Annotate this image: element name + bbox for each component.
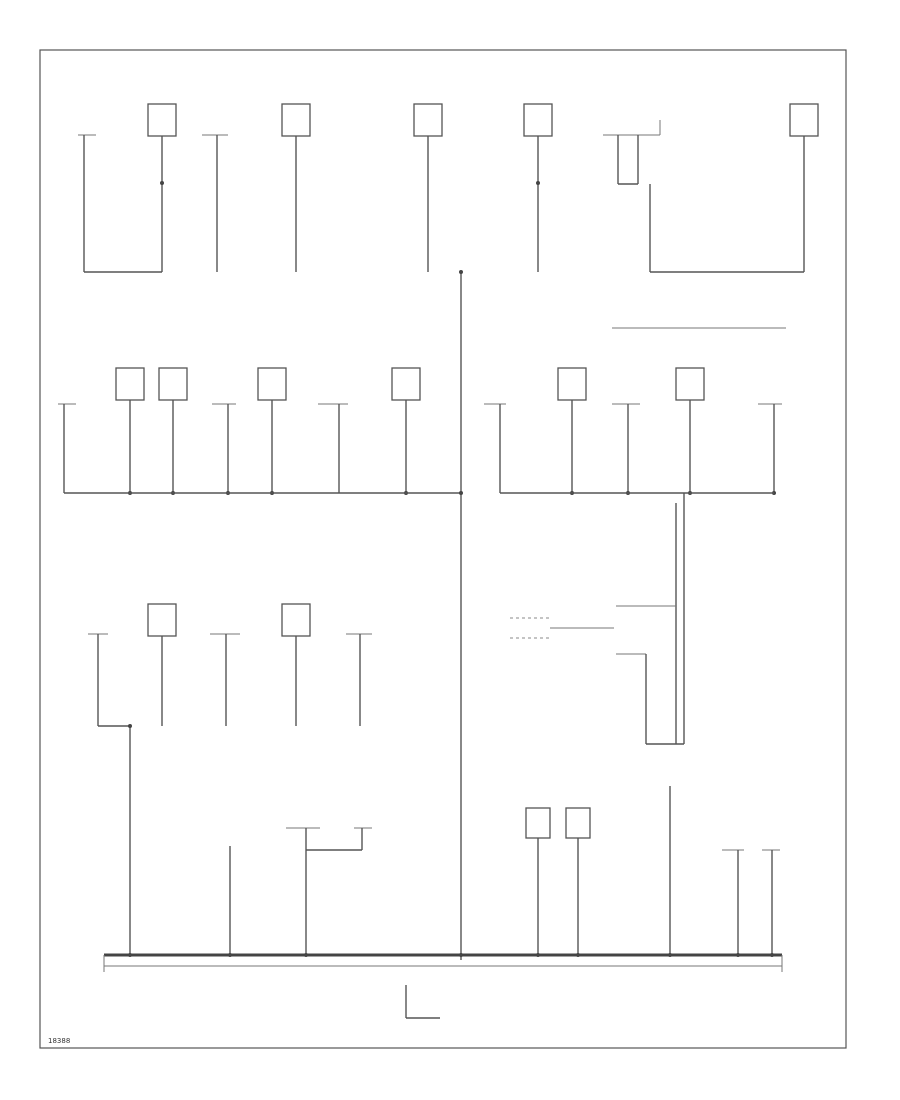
ground-bus [103, 953, 783, 1019]
row-1-components [78, 103, 819, 960]
diagram-frame [39, 49, 847, 1049]
row-2-left-components [58, 367, 463, 495]
component-box [789, 103, 819, 137]
component-box [281, 103, 311, 137]
row-4-components [229, 786, 780, 955]
component-box [147, 103, 177, 137]
row-3-left-components [88, 603, 372, 955]
component-box [523, 103, 553, 137]
row-2-right-components [484, 327, 786, 745]
page-code: 18388 [48, 1037, 70, 1045]
component-box [413, 103, 443, 137]
